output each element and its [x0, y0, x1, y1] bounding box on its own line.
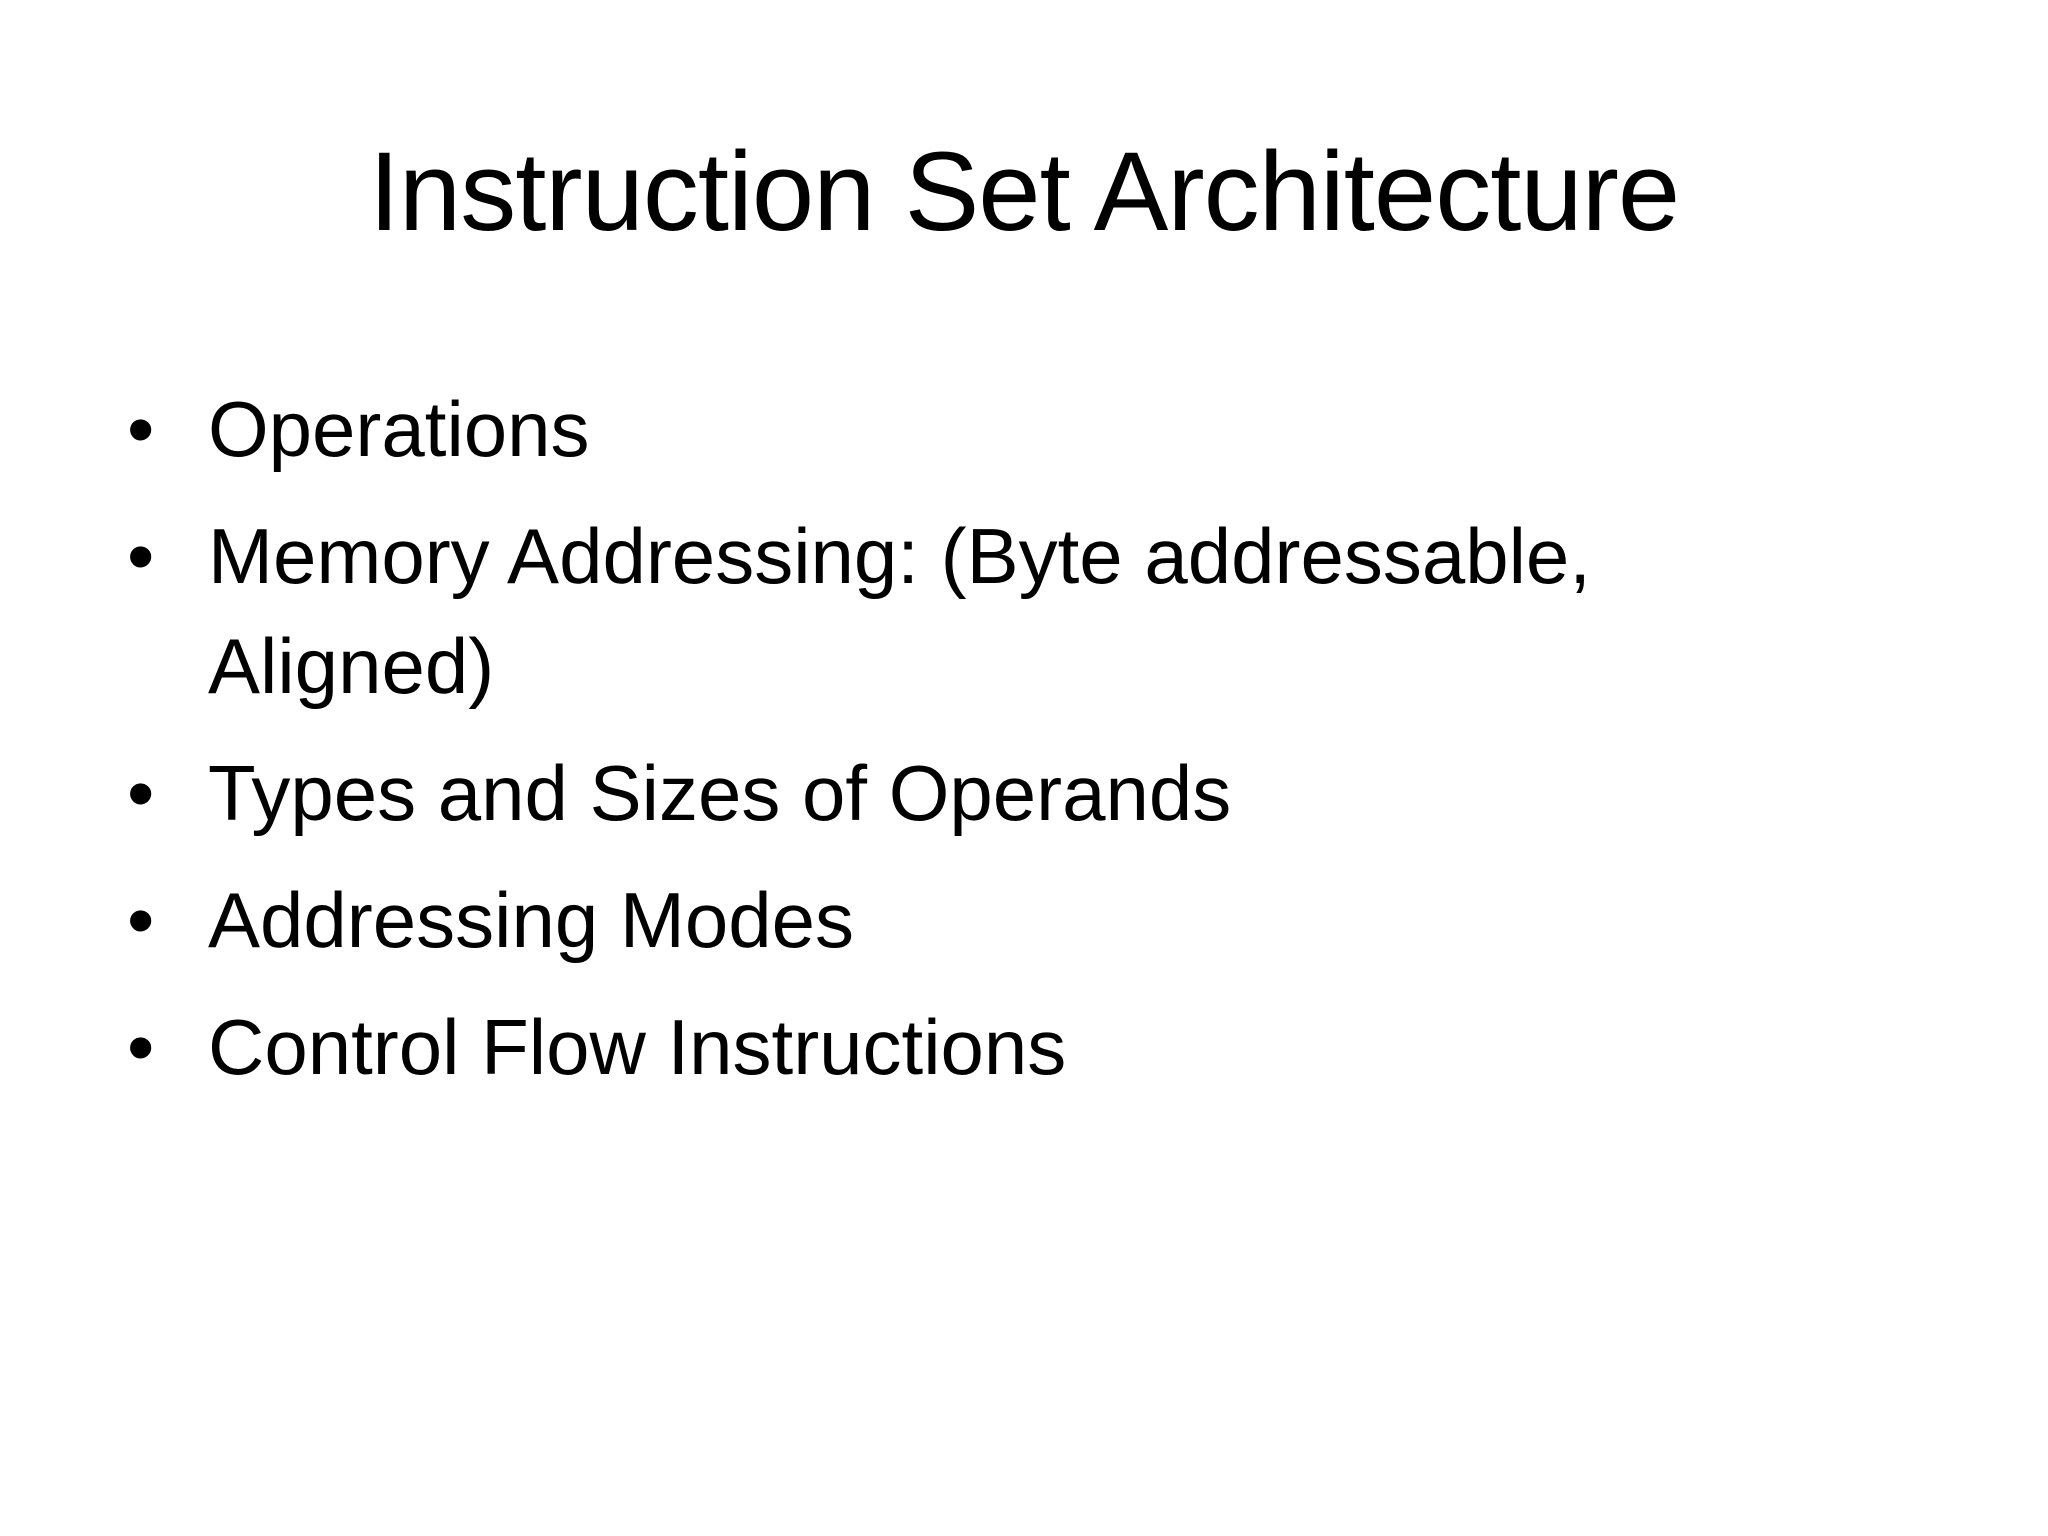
bullet-item: • Memory Addressing: (Byte addressable, … [127, 501, 1928, 721]
bullet-text: Addressing Modes [208, 876, 855, 965]
bullet-icon: • [127, 749, 155, 838]
bullet-icon: • [127, 876, 155, 965]
bullet-icon: • [127, 1003, 155, 1092]
bullet-text: Operations [208, 385, 590, 474]
bullet-icon: • [127, 512, 155, 601]
bullet-item: • Operations [127, 374, 1928, 484]
slide-title: Instruction Set Architecture [368, 129, 1680, 254]
bullet-item: • Types and Sizes of Operands [127, 738, 1928, 848]
bullet-item: • Control Flow Instructions [127, 992, 1928, 1102]
bullet-text: Types and Sizes of Operands [208, 749, 1232, 838]
bullet-text: Control Flow Instructions [208, 1003, 1067, 1092]
bullet-text: Memory Addressing: (Byte addressable, Al… [208, 512, 1591, 711]
bullet-list: • Operations • Memory Addressing: (Byte … [0, 374, 2048, 1102]
bullet-icon: • [127, 385, 155, 474]
bullet-item: • Addressing Modes [127, 865, 1928, 975]
